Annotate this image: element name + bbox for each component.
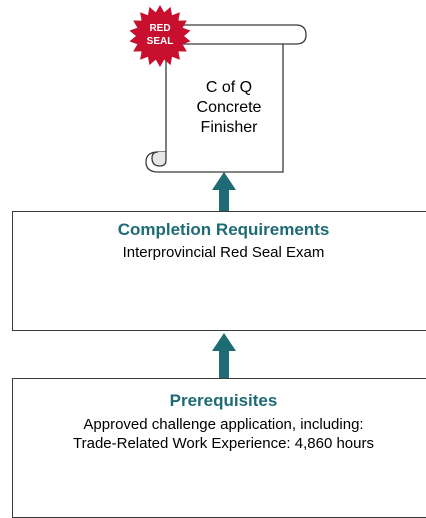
arrow-up-icon (212, 333, 236, 378)
red-seal-badge-icon (129, 5, 191, 67)
prerequisites-title: Prerequisites (169, 391, 278, 410)
completion-requirements-title: Completion Requirements (117, 220, 330, 239)
seal-line-2: SEAL (146, 36, 174, 47)
completion-requirements-line: Interprovincial Red Seal Exam (122, 244, 325, 261)
arrow-up-icon (212, 172, 236, 212)
certificate-scroll-graphic (129, 5, 307, 378)
certificate-title: C of Q Concrete Finisher (175, 78, 283, 138)
prerequisites-line-2: Trade-Related Work Experience: 4,860 hou… (73, 435, 374, 452)
prerequisites-box: Prerequisites Approved challenge applica… (12, 378, 426, 518)
certificate-line-1: C of Q (205, 79, 253, 96)
prerequisites-line-1: Approved challenge application, includin… (83, 416, 364, 433)
scroll-bottom-curl (151, 151, 167, 167)
seal-label: RED SEAL (135, 22, 185, 48)
certificate-line-3: Finisher (200, 119, 258, 136)
certificate-line-2: Concrete (196, 99, 262, 116)
scroll-body-shape (145, 24, 307, 173)
seal-line-1: RED (149, 23, 171, 34)
completion-requirements-box: Completion Requirements Interprovincial … (12, 211, 426, 331)
